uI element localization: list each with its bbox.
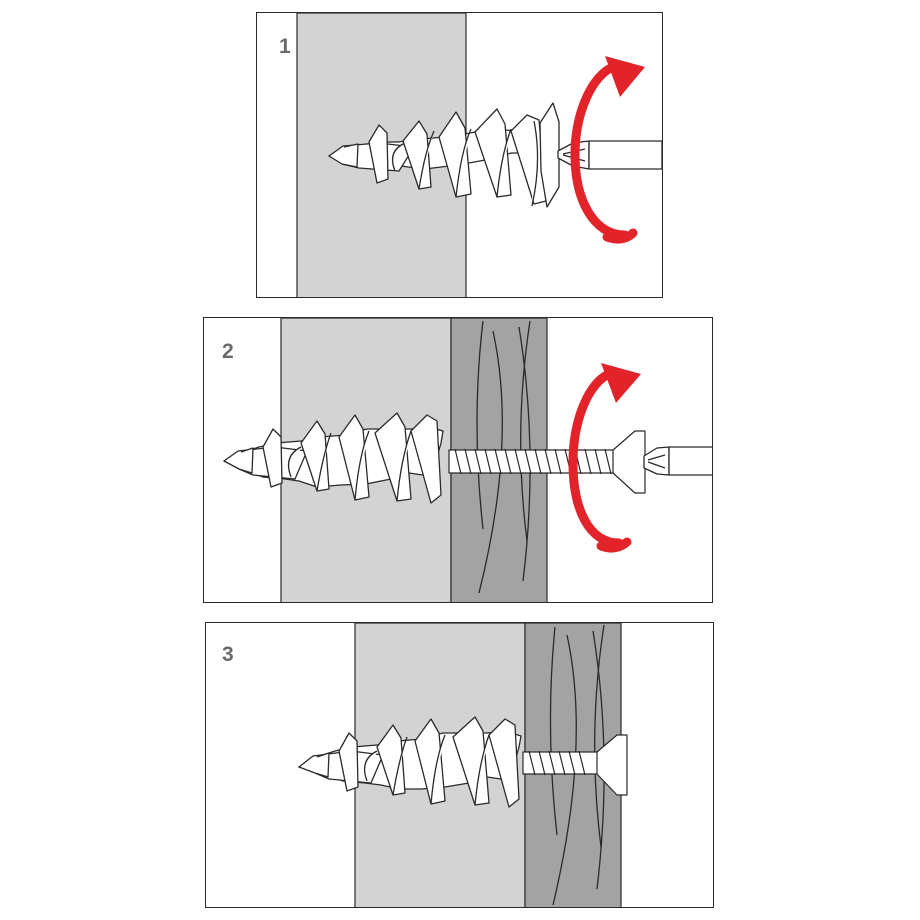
step-2-illustration [223, 318, 712, 602]
drywall-anchor-icon [298, 716, 522, 808]
rotation-arrow-icon [568, 363, 641, 553]
step-3-number: 3 [222, 643, 234, 666]
screw-icon [448, 430, 646, 494]
step-3-panel: 3 [205, 622, 714, 908]
screw-icon [522, 734, 628, 796]
step-3-illustration [298, 623, 628, 907]
step-2-number: 2 [222, 340, 234, 363]
screwdriver-bit-icon [643, 446, 712, 476]
rotation-arrow-icon [570, 56, 645, 244]
drywall-anchor-icon [223, 412, 444, 504]
step-1-number: 1 [279, 35, 291, 58]
step-1-illustration [296, 13, 662, 297]
step-1-panel: 1 [256, 12, 663, 298]
drywall-anchor-icon [328, 102, 560, 208]
step-2-panel: 2 [203, 317, 713, 603]
